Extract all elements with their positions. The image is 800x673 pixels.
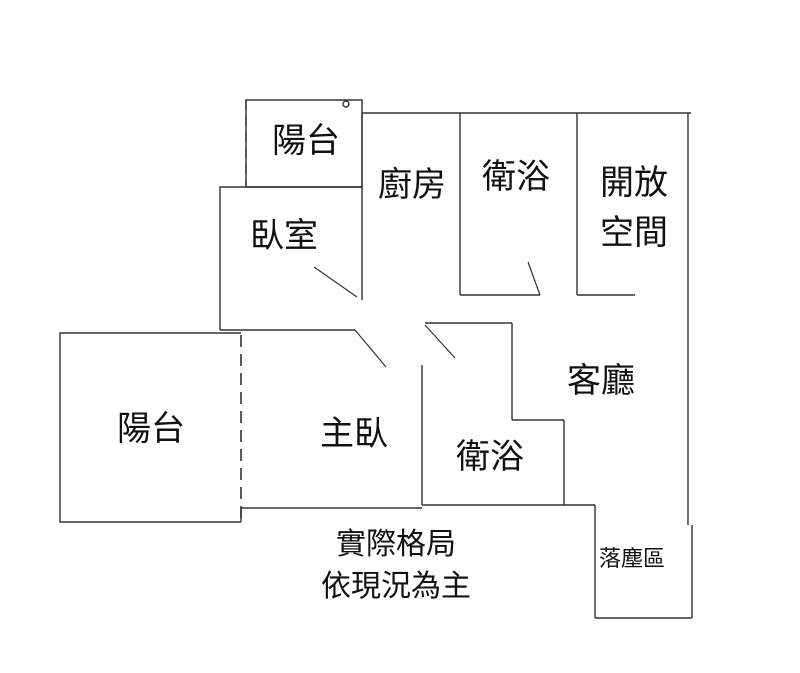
right-walls xyxy=(594,113,693,619)
room-label-bathroom-top: 衛浴 xyxy=(482,157,550,197)
room-label-living-room: 客廳 xyxy=(567,361,635,401)
room-label-open-space-1: 開放 xyxy=(600,163,668,203)
room-label-dust-area: 落塵區 xyxy=(599,547,666,572)
note-line-1: 實際格局 xyxy=(336,527,456,562)
room-label-bathroom-bottom: 衛浴 xyxy=(456,437,524,477)
room-label-open-space-2: 空間 xyxy=(600,213,668,253)
balcony-left-walls xyxy=(59,332,242,523)
room-label-master-bedroom: 主臥 xyxy=(320,414,388,454)
room-label-kitchen: 廚房 xyxy=(378,165,446,205)
room-label-balcony-left: 陽台 xyxy=(117,409,185,449)
drain-icon xyxy=(342,100,350,108)
door-swings xyxy=(313,261,541,368)
bottom-walls xyxy=(240,507,422,522)
note-line-2: 依現況為主 xyxy=(321,569,471,604)
room-label-balcony-top: 陽台 xyxy=(272,121,340,161)
middle-walls xyxy=(421,322,595,506)
room-label-bedroom: 臥室 xyxy=(250,216,318,256)
